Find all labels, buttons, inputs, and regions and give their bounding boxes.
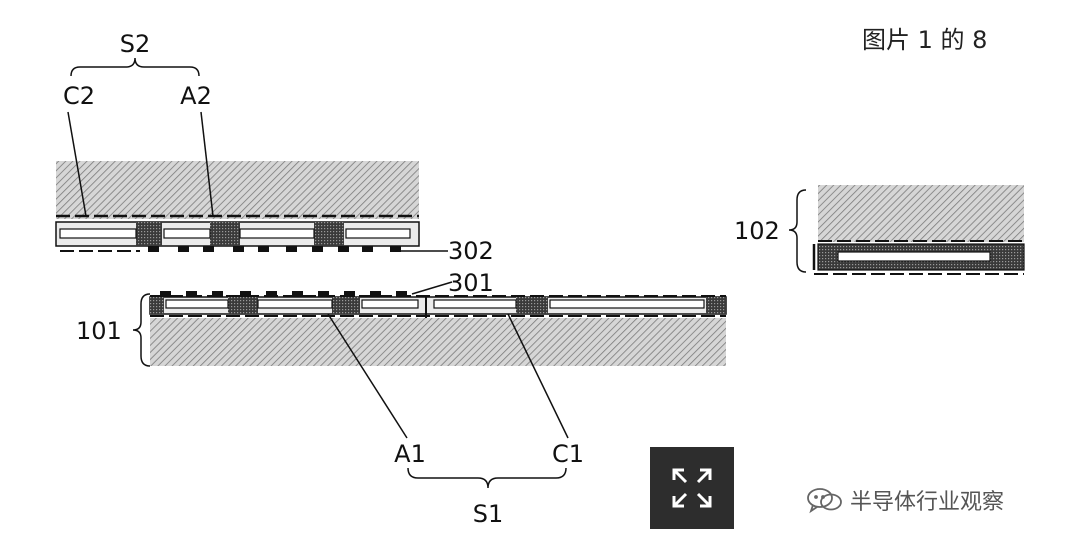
layer-302-bumps bbox=[148, 246, 401, 252]
bottom-substrate bbox=[150, 318, 726, 366]
wechat-icon bbox=[807, 488, 842, 514]
label-301: 301 bbox=[448, 269, 494, 297]
bottom-traces bbox=[165, 299, 705, 309]
label-c2: C2 bbox=[63, 82, 95, 110]
bottom-metal-pads bbox=[150, 297, 726, 314]
wafer-102-substrate bbox=[818, 185, 1024, 242]
s1-brace bbox=[407, 467, 567, 489]
leader-c2 bbox=[67, 111, 87, 217]
label-302: 302 bbox=[448, 237, 494, 265]
label-s2: S2 bbox=[120, 30, 151, 58]
leader-a1 bbox=[327, 313, 408, 439]
brace-102 bbox=[788, 189, 807, 273]
label-a1: A1 bbox=[394, 440, 426, 468]
expand-button[interactable] bbox=[650, 447, 734, 529]
label-101: 101 bbox=[76, 317, 122, 345]
brace-101 bbox=[132, 293, 151, 367]
label-s1: S1 bbox=[473, 500, 504, 528]
top-traces bbox=[59, 228, 411, 239]
watermark: 半导体行业观察 bbox=[806, 484, 1004, 516]
expand-arrows-icon bbox=[672, 468, 712, 508]
top-substrate bbox=[56, 161, 419, 219]
s2-brace bbox=[70, 57, 200, 77]
leader-301 bbox=[411, 281, 453, 295]
leader-c1 bbox=[507, 313, 569, 439]
watermark-text: 半导体行业观察 bbox=[850, 490, 1005, 515]
label-a2: A2 bbox=[180, 82, 212, 110]
leader-a2 bbox=[200, 111, 214, 217]
top-metal-pads bbox=[136, 222, 344, 246]
layer-301-bumps bbox=[160, 291, 407, 297]
wafer-102-trace bbox=[837, 251, 991, 262]
label-102: 102 bbox=[734, 217, 780, 245]
image-counter: 图片 1 的 8 bbox=[862, 26, 988, 54]
label-c1: C1 bbox=[552, 440, 584, 468]
